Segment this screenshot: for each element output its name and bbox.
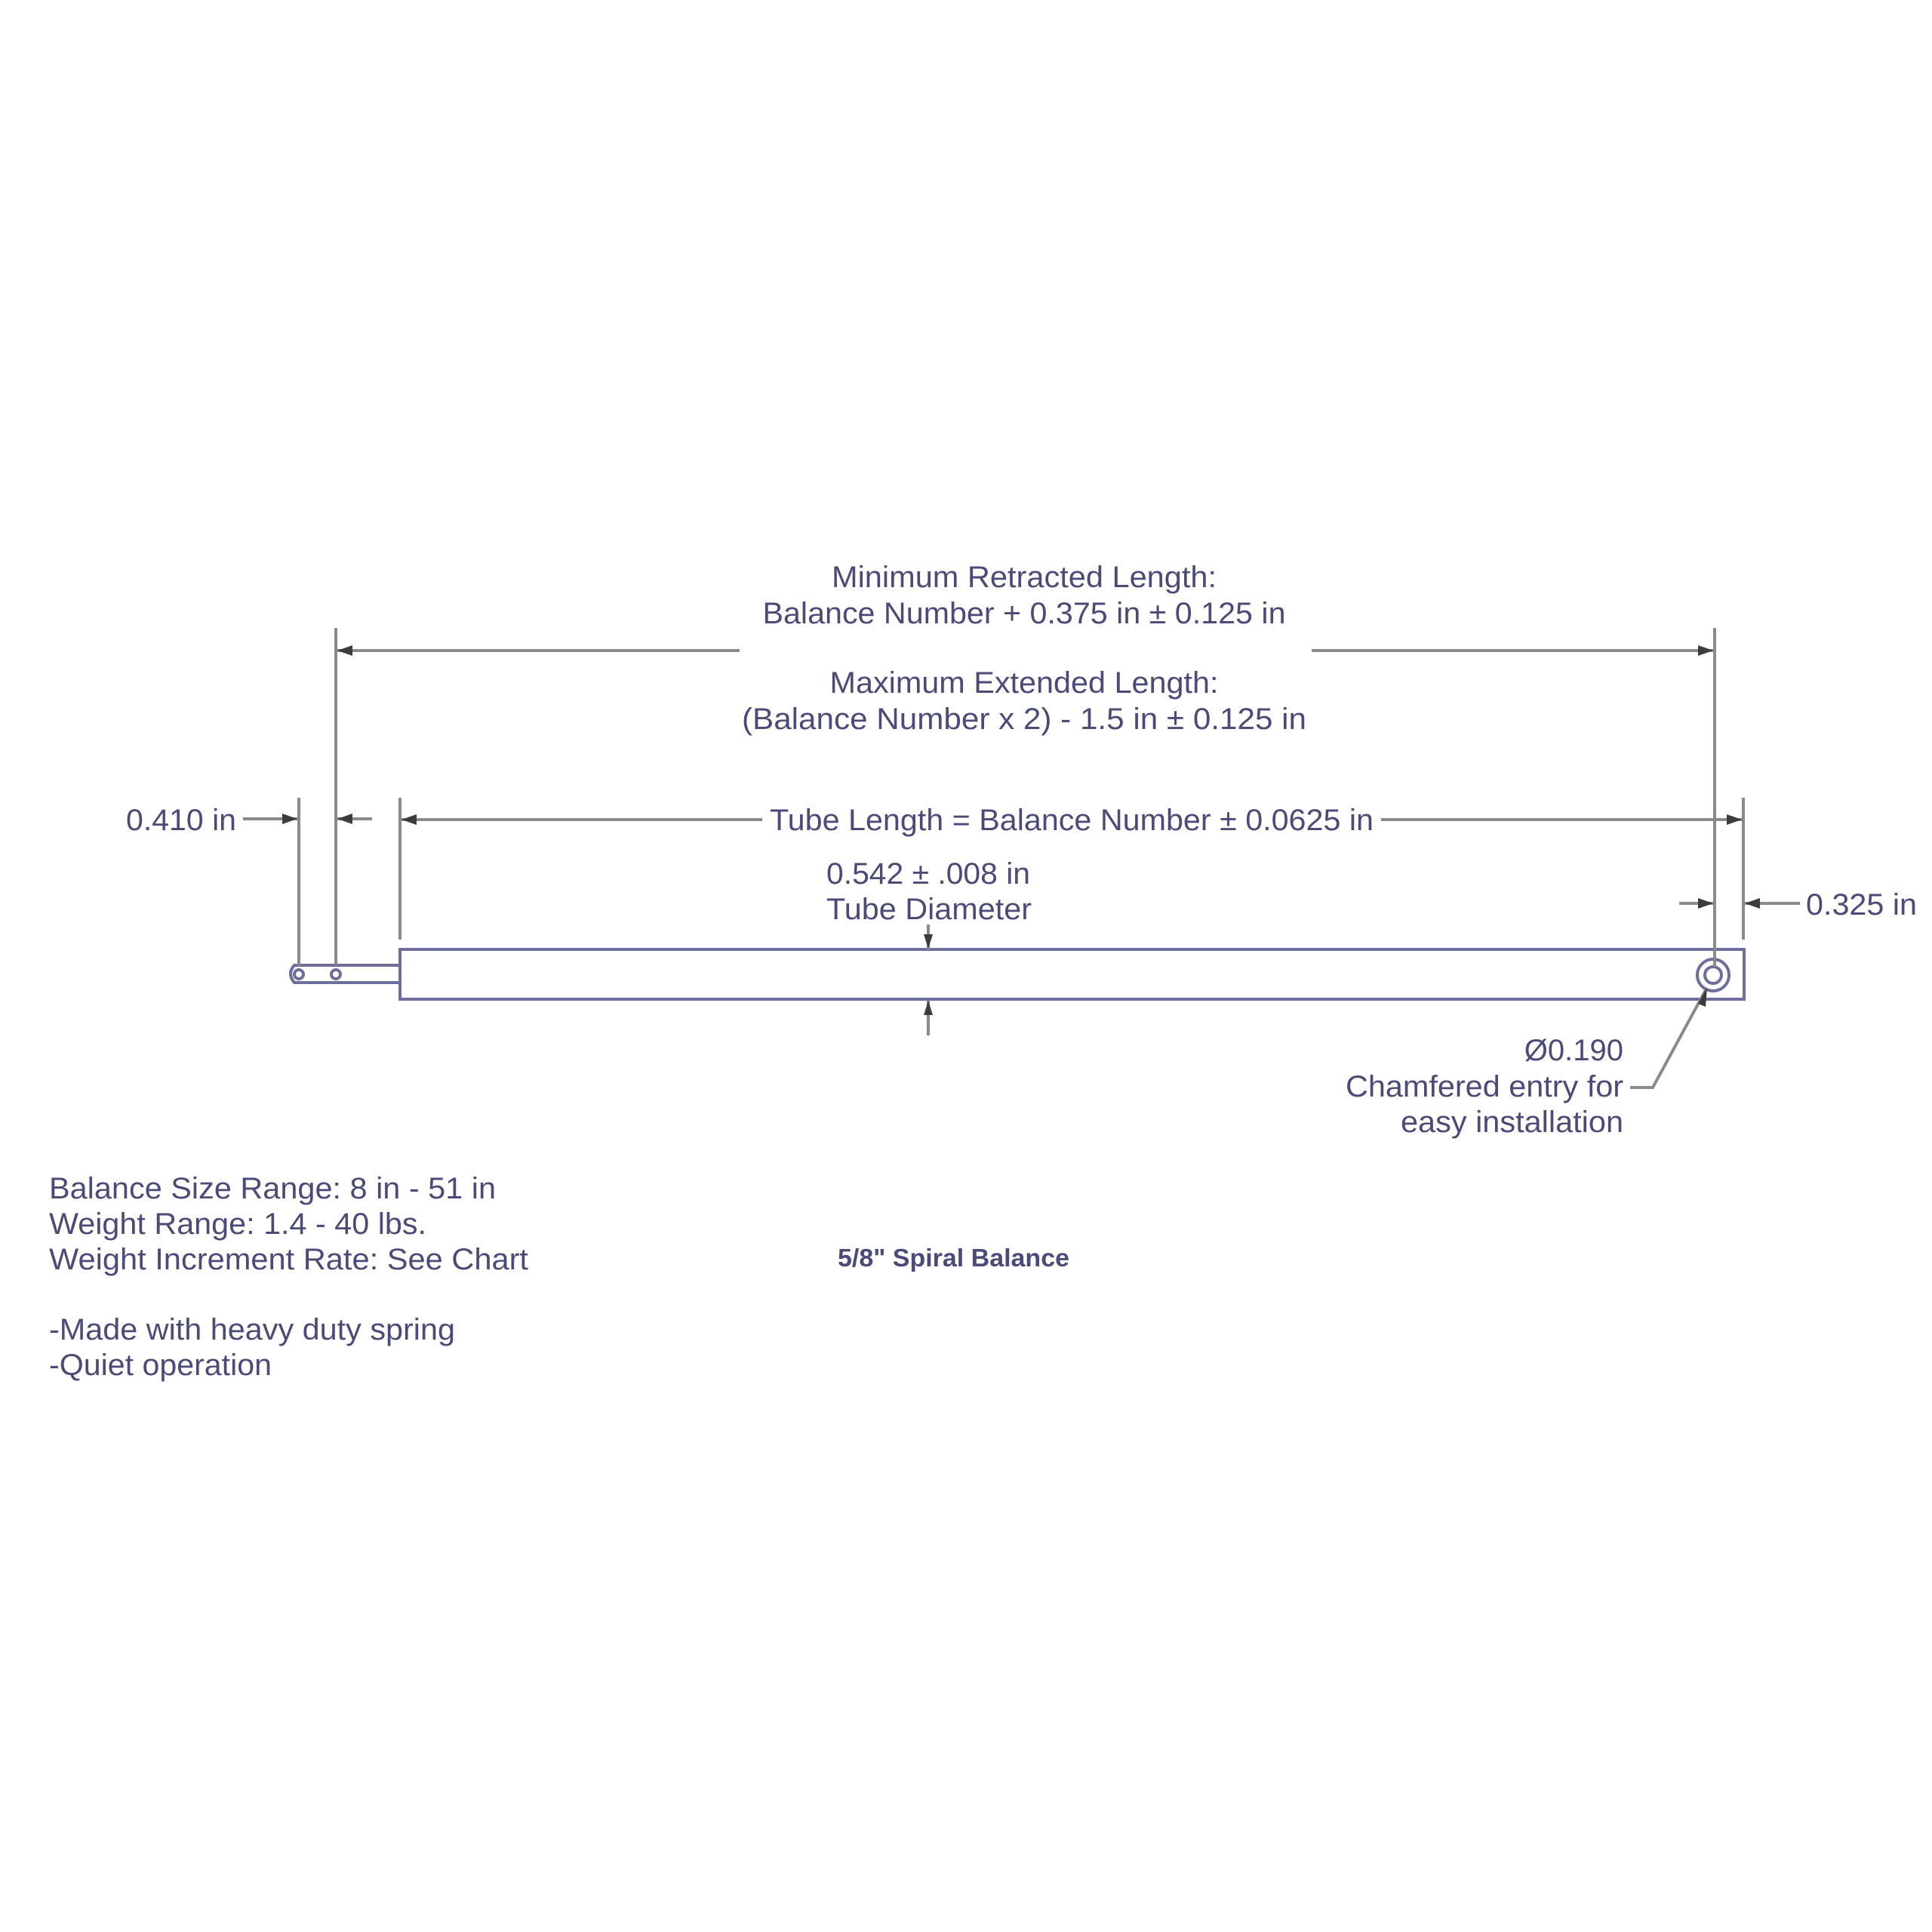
tube-diameter-label: Tube Diameter	[826, 893, 1032, 926]
tube-length-label: Tube Length = Balance Number ± 0.0625 in	[770, 804, 1374, 837]
spec-weight-range: Weight Range: 1.4 - 40 lbs.	[49, 1208, 426, 1241]
arrow-left-icon	[337, 645, 352, 656]
tube-diameter-value: 0.542 ± .008 in	[826, 857, 1030, 891]
left-offset-label: 0.410 in	[126, 804, 236, 837]
dimension-labels: Minimum Retracted Length: Balance Number…	[126, 561, 1917, 1139]
max-extended-formula: (Balance Number x 2) - 1.5 in ± 0.125 in	[742, 703, 1306, 736]
hole-note-line1: Chamfered entry for	[1346, 1070, 1623, 1103]
right-offset-dimension	[1679, 898, 1800, 909]
min-retracted-label: Minimum Retracted Length:	[832, 561, 1217, 594]
arrow-up-icon	[924, 1001, 933, 1015]
arrow-right-icon	[1698, 645, 1713, 656]
min-retracted-formula: Balance Number + 0.375 in ± 0.125 in	[763, 597, 1286, 630]
part-outline	[289, 948, 1746, 1001]
hole-note-line2: easy installation	[1401, 1106, 1623, 1139]
arrow-left-icon	[1745, 898, 1760, 909]
right-offset-label: 0.325 in	[1806, 888, 1917, 921]
rod-hole-2	[330, 968, 342, 980]
feature-heavy-duty-spring: -Made with heavy duty spring	[49, 1313, 455, 1346]
left-offset-dimension	[243, 814, 372, 824]
spec-increment-rate: Weight Increment Rate: See Chart	[49, 1243, 528, 1276]
specifications: Balance Size Range: 8 in - 51 in Weight …	[49, 1172, 528, 1382]
hole-diameter-label: Ø0.190	[1524, 1034, 1623, 1067]
arrow-down-icon	[924, 934, 933, 949]
rod-hole-1	[293, 968, 305, 980]
arrow-right-icon	[1698, 898, 1713, 909]
arrow-left-icon	[401, 814, 417, 825]
tube-diameter-dimension	[924, 924, 933, 1035]
tube-length-dimension	[400, 814, 1743, 825]
arrow-leader-icon	[1698, 987, 1707, 1007]
overall-length-dimension	[336, 645, 1715, 656]
hole-leader	[1630, 987, 1707, 1089]
extension-lines	[297, 628, 1745, 967]
tube-body	[398, 948, 1746, 1001]
spec-size-range: Balance Size Range: 8 in - 51 in	[49, 1172, 496, 1205]
chamfer-inner-circle	[1703, 965, 1723, 985]
arrow-right-icon	[282, 814, 297, 824]
drawing-title: 5/8" Spiral Balance	[838, 1244, 1069, 1272]
max-extended-label: Maximum Extended Length:	[830, 666, 1219, 700]
feature-quiet-operation: -Quiet operation	[49, 1349, 272, 1382]
arrow-left-icon	[337, 814, 352, 824]
rod-end	[289, 964, 400, 984]
arrow-right-icon	[1727, 814, 1742, 825]
